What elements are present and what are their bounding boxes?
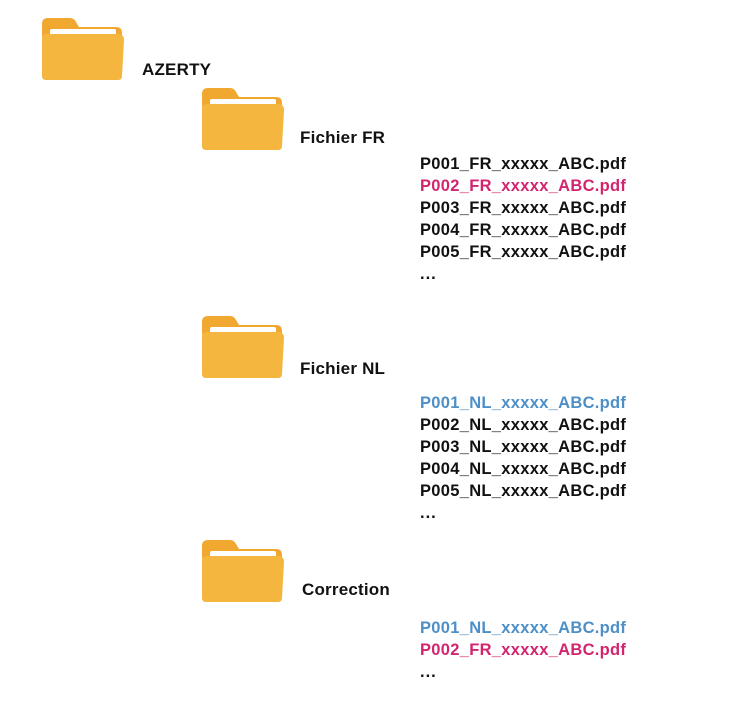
file-item[interactable]: P001_FR_xxxxx_ABC.pdf	[420, 155, 627, 173]
folder-label-correction[interactable]: Correction	[302, 580, 390, 599]
folder-icon[interactable]	[38, 14, 126, 84]
file-list-fichier-nl: P001_NL_xxxxx_ABC.pdf P002_NL_xxxxx_ABC.…	[420, 392, 626, 524]
file-item[interactable]: P004_NL_xxxxx_ABC.pdf	[420, 460, 627, 478]
file-list-correction: P001_NL_xxxxx_ABC.pdf P002_FR_xxxxx_ABC.…	[420, 617, 626, 683]
file-item[interactable]: P005_NL_xxxxx_ABC.pdf	[420, 482, 627, 500]
folder-label-fichier-fr[interactable]: Fichier FR	[300, 128, 386, 147]
file-item[interactable]: P004_FR_xxxxx_ABC.pdf	[420, 221, 627, 239]
file-item[interactable]: P003_FR_xxxxx_ABC.pdf	[420, 199, 627, 217]
file-item[interactable]: P001_NL_xxxxx_ABC.pdf	[420, 619, 627, 637]
file-item[interactable]: P005_FR_xxxxx_ABC.pdf	[420, 243, 627, 261]
more-ellipsis: ...	[420, 265, 437, 283]
file-item[interactable]: P002_FR_xxxxx_ABC.pdf	[420, 641, 627, 659]
more-ellipsis: ...	[420, 663, 437, 681]
file-item[interactable]: P002_FR_xxxxx_ABC.pdf	[420, 177, 627, 195]
folder-icon[interactable]	[198, 312, 286, 382]
folder-label-root[interactable]: AZERTY	[142, 60, 212, 79]
file-item[interactable]: P001_NL_xxxxx_ABC.pdf	[420, 394, 627, 412]
file-item[interactable]: P002_NL_xxxxx_ABC.pdf	[420, 416, 627, 434]
folder-icon[interactable]	[198, 536, 286, 606]
more-ellipsis: ...	[420, 504, 437, 522]
folder-label-fichier-nl[interactable]: Fichier NL	[300, 359, 386, 378]
folder-icon[interactable]	[198, 84, 286, 154]
file-item[interactable]: P003_NL_xxxxx_ABC.pdf	[420, 438, 627, 456]
file-list-fichier-fr: P001_FR_xxxxx_ABC.pdf P002_FR_xxxxx_ABC.…	[420, 153, 626, 285]
